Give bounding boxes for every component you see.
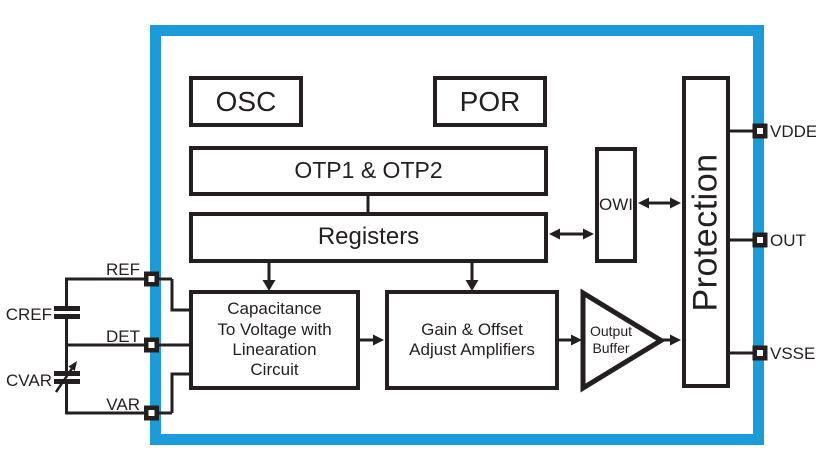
arrowhead-into-gain (373, 334, 384, 346)
output-buffer-triangle (580, 288, 666, 393)
arrowhead-left-owi (638, 197, 649, 209)
pin-vsse-pad-center (757, 350, 763, 356)
pin-vdde-pad-center (757, 128, 763, 134)
pin-vdde (752, 123, 768, 139)
block-registers: Registers (189, 212, 548, 263)
block-capacitance-to-voltage: Capacitance To Voltage with Linearation … (189, 290, 360, 390)
pin-label-out: OUT (770, 231, 806, 250)
pin-label-var: VAR (106, 395, 140, 414)
pin-label-vdde: VDDE (770, 122, 816, 141)
arrowhead-down-c2v (262, 280, 276, 291)
block-output-buffer-label: Output Buffer (589, 323, 633, 357)
pin-out (752, 232, 768, 248)
pin-var-pad-center (148, 410, 155, 416)
cvar-capacitor-plate-bottom (54, 379, 80, 384)
pin-det-pad-center (148, 342, 155, 348)
cvar-label: CVAR (6, 371, 52, 390)
block-protection: Protection (682, 76, 730, 388)
block-protection-label: Protection (686, 152, 725, 312)
cvar-capacitor-plate-top (54, 371, 80, 376)
pin-out-pad-center (757, 237, 763, 243)
pin-var (144, 405, 159, 421)
block-owi: OWI (595, 147, 637, 263)
pin-label-det: DET (106, 327, 140, 346)
pin-ref (144, 271, 159, 287)
wire-ref-step-into-c2v (170, 279, 191, 312)
arrowhead-into-buffer (571, 334, 582, 346)
pin-label-vsse: VSSE (770, 344, 816, 363)
block-otp: OTP1 & OTP2 (189, 146, 548, 196)
arrowhead-right-protection (670, 197, 681, 209)
block-osc: OSC (189, 76, 303, 127)
cvar-variable-arrow-shaft (54, 366, 75, 393)
arrowhead-left-registers (549, 228, 560, 240)
pin-det (144, 337, 159, 353)
pin-ref-pad-center (148, 276, 155, 282)
cref-capacitor-plate-top (54, 306, 80, 311)
block-gain-offset-amplifiers: Gain & Offset Adjust Amplifiers (385, 290, 559, 390)
cref-capacitor-plate-bottom (54, 314, 80, 319)
block-por: POR (433, 76, 547, 127)
pin-label-ref: REF (106, 260, 140, 279)
arrowhead-into-protection (670, 334, 681, 346)
arrowhead-down-gain (465, 280, 479, 291)
cref-label: CREF (5, 305, 52, 324)
pin-vsse (752, 345, 768, 361)
arrowhead-right-owi (583, 228, 594, 240)
wire-var-step-into-c2v (170, 372, 191, 413)
cvar-variable-arrowhead (68, 361, 77, 371)
